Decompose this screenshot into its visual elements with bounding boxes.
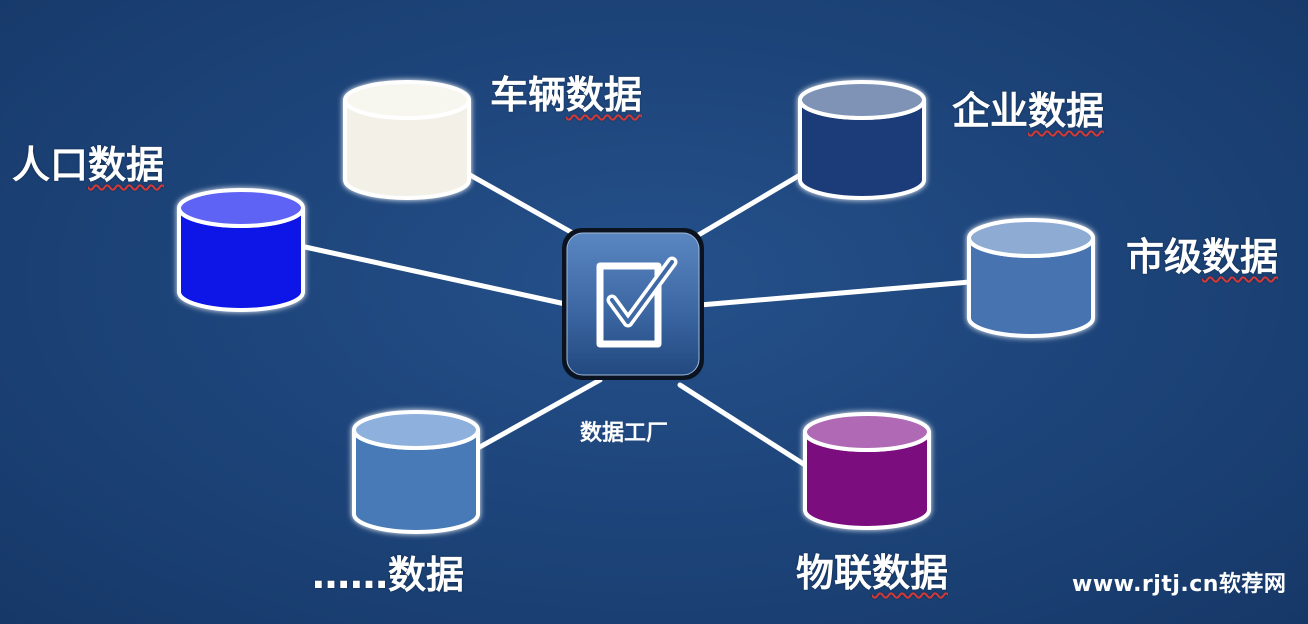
connector-population	[302, 244, 573, 308]
database-vehicle-top	[343, 80, 471, 120]
label-city-data: 市级数据	[1126, 238, 1278, 276]
label-population-data: 人口数据	[12, 146, 164, 184]
database-population-top	[177, 188, 305, 228]
database-iot-icon	[803, 412, 931, 530]
database-other-icon	[352, 410, 480, 534]
database-other-top	[352, 410, 480, 450]
database-city-icon	[967, 218, 1095, 338]
connector-vehicle	[467, 172, 588, 243]
label-iot-prefix: 物联	[796, 551, 873, 595]
label-enterprise-data: 企业数据	[952, 92, 1104, 130]
data-factory-hub	[562, 228, 704, 380]
label-other-suffix: 数据	[388, 553, 465, 597]
database-enterprise-top	[798, 80, 926, 120]
label-population-prefix: 人口	[12, 143, 89, 187]
watermark: www.rjtj.cn软荐网	[1072, 572, 1287, 597]
label-enterprise-prefix: 企业	[952, 89, 1029, 133]
label-enterprise-suffix: 数据	[1028, 89, 1105, 133]
label-other-data: ……数据	[312, 556, 464, 594]
label-vehicle-suffix: 数据	[566, 73, 643, 117]
label-city-prefix: 市级	[1126, 235, 1203, 279]
label-population-suffix: 数据	[88, 143, 165, 187]
label-vehicle-prefix: 车辆	[490, 73, 567, 117]
label-city-suffix: 数据	[1202, 235, 1279, 279]
label-vehicle-data: 车辆数据	[490, 76, 642, 114]
label-other-prefix: ……	[312, 553, 388, 597]
database-population-icon	[177, 188, 305, 312]
connector-iot	[677, 382, 808, 468]
checkbox-icon	[596, 256, 678, 348]
connector-city	[697, 279, 973, 308]
database-city-top	[967, 218, 1095, 258]
database-vehicle-icon	[343, 80, 471, 200]
label-iot-data: 物联数据	[796, 554, 948, 592]
hub-label: 数据工厂	[580, 421, 669, 446]
connector-other	[475, 377, 603, 451]
database-enterprise-icon	[798, 80, 926, 200]
label-iot-suffix: 数据	[872, 551, 949, 595]
connector-lines	[302, 172, 973, 468]
database-iot-top	[803, 412, 931, 452]
connector-enterprise	[687, 172, 803, 243]
